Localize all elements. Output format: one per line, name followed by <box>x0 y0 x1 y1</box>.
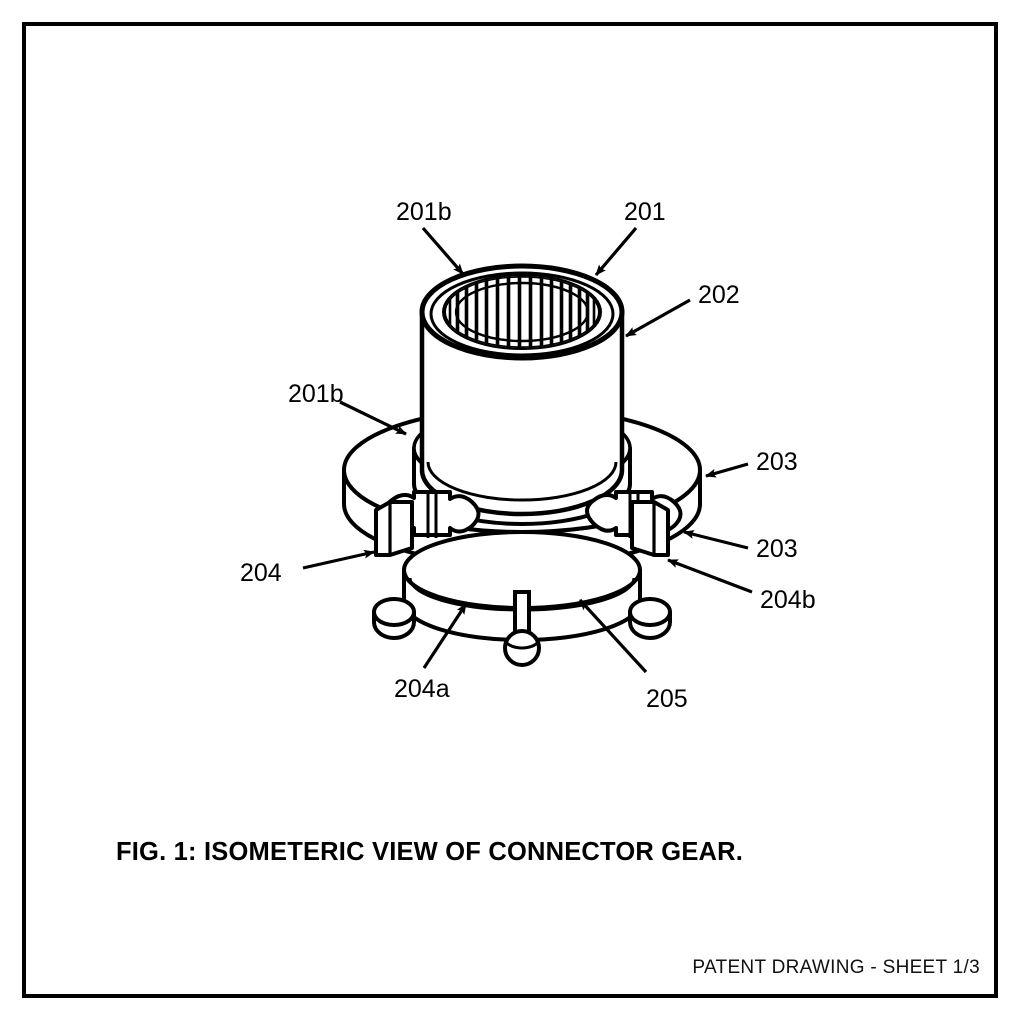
ref-label-203-upper: 203 <box>756 448 798 476</box>
ref-label-201b-left: 201b <box>288 380 344 408</box>
ref-label-201: 201 <box>624 198 666 226</box>
ref-label-201b-top: 201b <box>396 198 452 226</box>
ref-label-202: 202 <box>698 281 740 309</box>
ref-label-204a: 204a <box>394 675 450 703</box>
figure-caption: FIG. 1: ISOMETERIC VIEW OF CONNECTOR GEA… <box>116 838 744 866</box>
ref-label-203-lower: 203 <box>756 535 798 563</box>
ref-label-204: 204 <box>240 559 282 587</box>
sheet-footer-text: PATENT DRAWING - SHEET 1/3 <box>692 957 980 978</box>
ref-label-205: 205 <box>646 685 688 713</box>
ref-label-204b: 204b <box>760 586 816 614</box>
